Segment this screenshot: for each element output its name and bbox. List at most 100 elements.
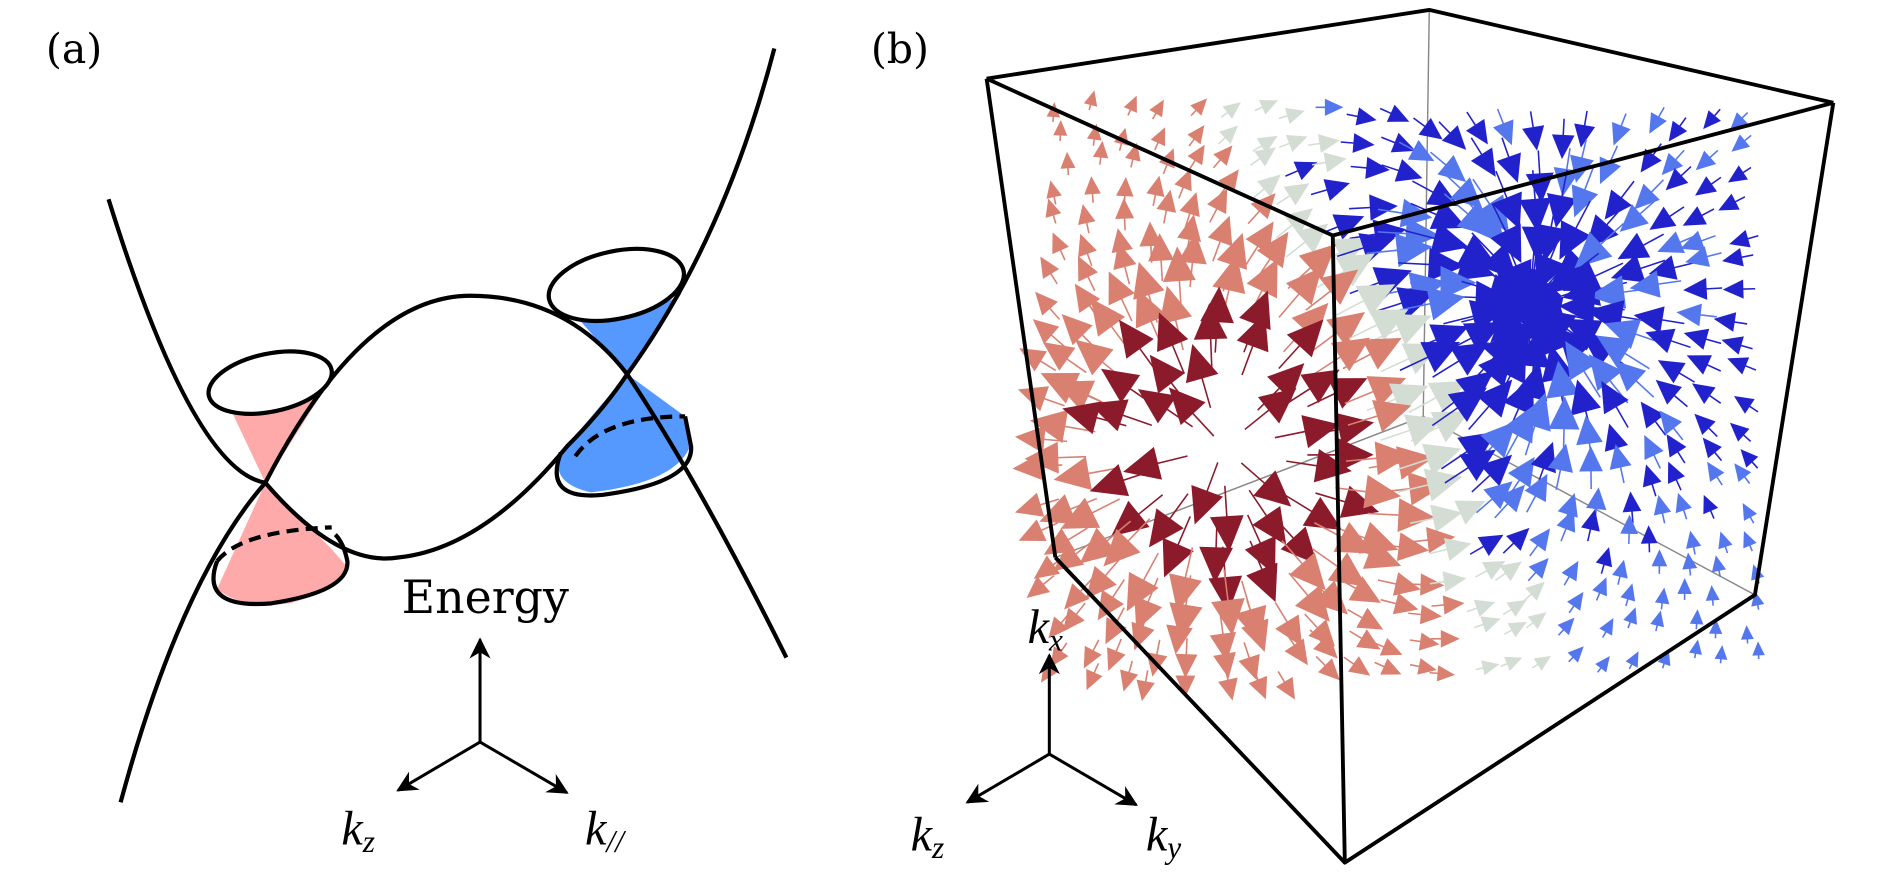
panel-a-label: (a) xyxy=(46,25,102,73)
field-arrow-head xyxy=(1685,246,1711,267)
field-arrow-head xyxy=(1695,150,1717,171)
field-arrow-head xyxy=(1707,461,1725,482)
kz-axis-arrow xyxy=(396,740,481,792)
field-arrow-head xyxy=(1506,527,1530,551)
field-arrow-head xyxy=(1403,414,1444,447)
field-arrow-head xyxy=(1537,318,1570,358)
field-arrow-head xyxy=(1556,508,1576,533)
field-arrow-head xyxy=(1455,248,1496,281)
field-arrow-head xyxy=(1177,214,1202,243)
field-arrow-head xyxy=(1246,562,1278,603)
field-arrow-head xyxy=(1443,537,1472,561)
field-arrow-head xyxy=(1661,152,1684,176)
field-arrow-head xyxy=(1437,155,1467,182)
field-arrow-head xyxy=(1123,95,1137,113)
field-arrow-head xyxy=(1507,621,1527,638)
field-arrow-head xyxy=(1244,535,1276,576)
field-arrow-head xyxy=(1440,630,1460,648)
field-arrow-head xyxy=(1394,159,1423,182)
field-arrow-head xyxy=(1302,496,1343,530)
field-arrow-head xyxy=(1018,519,1047,541)
field-arrow-head xyxy=(1107,647,1126,671)
field-arrow-head xyxy=(1061,313,1093,346)
field-arrow-head xyxy=(1407,471,1446,506)
field-arrow-head xyxy=(1454,500,1486,525)
field-arrow-head xyxy=(1565,341,1599,381)
field-arrow-head xyxy=(1477,534,1504,556)
field-arrow-head xyxy=(1086,668,1103,691)
kz-axis-arrow-b xyxy=(965,752,1051,804)
field-arrow-head xyxy=(1105,617,1127,645)
field-arrow-head xyxy=(1436,665,1455,682)
field-arrow-head xyxy=(1040,372,1081,404)
field-arrow-head xyxy=(1420,342,1460,373)
field-arrow-head xyxy=(1649,206,1677,230)
field-arrow-head xyxy=(1588,354,1623,392)
field-arrow-head xyxy=(1089,464,1130,497)
field-arrow-head xyxy=(1599,618,1614,636)
field-arrow-head xyxy=(1721,336,1744,355)
field-arrow-head xyxy=(1134,595,1163,631)
field-arrow-head xyxy=(1546,360,1580,399)
field-arrow-head xyxy=(1708,619,1723,634)
field-arrow-head xyxy=(1601,380,1629,415)
field-arrow-head xyxy=(1330,337,1371,372)
field-arrow-head xyxy=(1567,591,1584,611)
field-arrow-head xyxy=(1218,169,1239,193)
field-arrow-head xyxy=(1253,470,1292,507)
field-arrow-head xyxy=(1222,102,1241,119)
field-arrow-head xyxy=(1379,637,1403,656)
field-arrow-head xyxy=(1213,145,1233,166)
field-arrow-head xyxy=(1703,494,1719,515)
right-upper-cone xyxy=(574,293,682,375)
field-arrow-head xyxy=(1527,612,1547,630)
field-arrow-head xyxy=(1418,117,1443,140)
field-arrow-head xyxy=(1285,135,1308,153)
field-arrow-head xyxy=(1442,595,1465,615)
axes-a xyxy=(396,637,569,795)
field-arrow-head xyxy=(1289,552,1326,591)
field-arrow-head xyxy=(1187,125,1205,145)
panel-b: (b) kx kz ky xyxy=(871,7,1836,865)
field-arrow-head xyxy=(1026,576,1051,598)
field-arrow-head xyxy=(1558,291,1596,325)
field-arrow-head xyxy=(1083,90,1098,107)
field-arrow-head xyxy=(1677,578,1692,594)
field-arrow-head xyxy=(1742,502,1758,521)
field-arrow-head xyxy=(1440,265,1477,300)
field-arrow-head xyxy=(1668,120,1688,142)
field-arrow-head xyxy=(1149,354,1185,394)
field-arrow-head xyxy=(1650,610,1665,628)
field-arrow-head xyxy=(1366,376,1407,408)
field-arrow-head xyxy=(1417,658,1437,675)
field-arrow-head xyxy=(1496,152,1521,183)
field-arrow-head xyxy=(1567,646,1584,663)
field-arrow-head xyxy=(1219,125,1239,144)
field-arrow-head xyxy=(1557,617,1575,636)
field-arrow-head xyxy=(1019,348,1047,372)
field-arrow-head xyxy=(1659,410,1683,436)
field-arrow-head xyxy=(1666,434,1687,458)
field-arrow-head xyxy=(1052,232,1069,255)
field-arrow-head xyxy=(1494,344,1527,385)
field-arrow-head xyxy=(1168,387,1206,426)
field-arrow-head xyxy=(1426,526,1456,554)
field-arrow-head xyxy=(1654,587,1670,605)
field-arrow-head xyxy=(1714,645,1728,660)
field-arrow-head xyxy=(1734,463,1752,483)
field-arrow-head xyxy=(1455,370,1494,407)
field-arrow-head xyxy=(1097,589,1124,621)
field-arrow-head xyxy=(1062,401,1102,435)
field-arrow-head xyxy=(1083,645,1102,669)
field-arrow-head xyxy=(1561,560,1579,582)
field-arrow-head xyxy=(1729,422,1750,442)
field-arrow-head xyxy=(1498,484,1526,513)
field-arrow-head xyxy=(1633,306,1665,334)
field-arrow-head xyxy=(1640,148,1662,173)
field-arrow-head xyxy=(1718,193,1740,211)
field-arrow-head xyxy=(1298,243,1337,281)
field-arrow-head xyxy=(1579,446,1603,472)
field-arrow-head xyxy=(1283,183,1310,206)
field-arrow-head xyxy=(1162,246,1196,283)
lower-band-curve xyxy=(118,293,789,803)
